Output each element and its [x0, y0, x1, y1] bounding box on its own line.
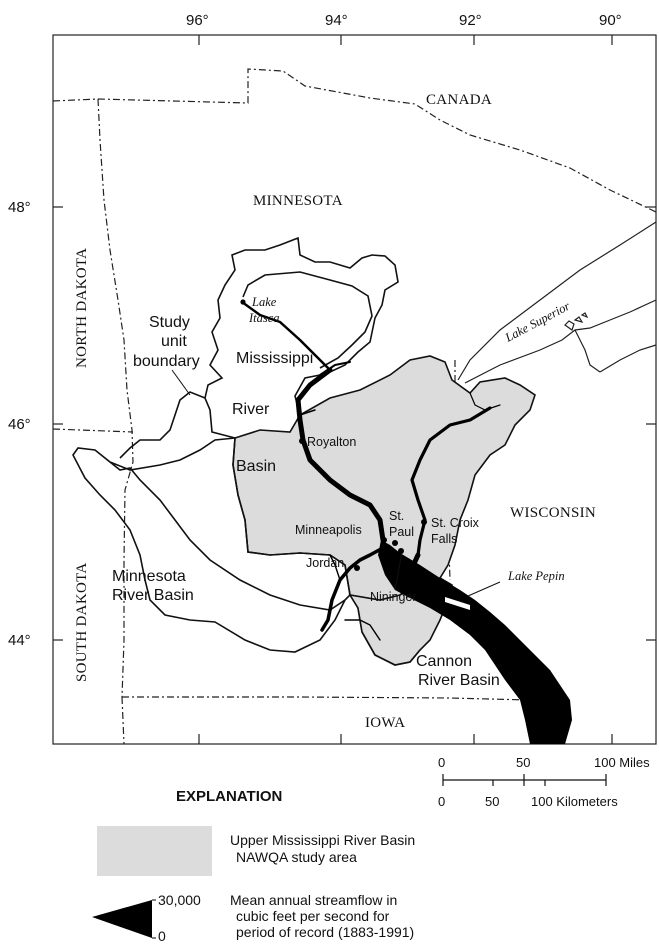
north-shore [457, 221, 657, 381]
flow-min-label: 0 [158, 928, 166, 944]
lake-superior-shore [457, 221, 657, 384]
headwaters-subbasin [242, 271, 373, 369]
mississippi-basin-label-3: Basin [236, 458, 276, 475]
lake-itasca-label-1: Lake [251, 295, 277, 309]
city-points [240, 299, 427, 571]
east-shore [599, 344, 657, 373]
scale-miles-100: 100 Miles [594, 755, 650, 770]
streamflow-legend-2: cubic feet per second for [236, 908, 390, 924]
study-unit-label-1: Study [149, 314, 190, 331]
minneapolis-point [381, 537, 387, 543]
st-croix-falls-label-2: Falls [431, 532, 457, 546]
canada-border [52, 68, 657, 213]
minneapolis-label: Minneapolis [295, 523, 362, 537]
explanation-heading: EXPLANATION [176, 788, 282, 805]
graticule-ticks [53, 35, 656, 744]
study-unit-leader [171, 369, 191, 396]
nininger-point [398, 548, 404, 554]
nininger-leader [394, 551, 403, 591]
map-frame [52, 34, 657, 745]
longitude-label-90: 90° [599, 12, 622, 29]
longitude-label-92: 92° [459, 12, 482, 29]
lake-pepin-channel [445, 597, 470, 610]
scale-bar: 0 50 100 Miles 0 50 100 Kilometers [438, 755, 650, 809]
st-croix-river [410, 406, 492, 557]
islands [564, 312, 589, 331]
dakota-minnesota-border [97, 98, 134, 698]
study-area-legend-2: NAWQA study area [236, 849, 357, 865]
longitude-label-94: 94° [325, 12, 348, 29]
royalton-label: Royalton [307, 435, 356, 449]
royalton-point [299, 438, 305, 444]
lake-superior-label: Lake Superior [502, 299, 572, 345]
streamflow-legend-1: Mean annual streamflow in [230, 892, 397, 908]
minnesota-river [320, 546, 385, 632]
scale-km-0: 0 [438, 794, 445, 809]
cannon-basin-label-1: Cannon [416, 653, 472, 670]
cannon-river-basin-boundary [361, 631, 421, 666]
latitude-label-46: 46° [8, 416, 31, 433]
streamflow-wedge-symbol [92, 900, 152, 938]
latitude-label-48: 48° [8, 199, 31, 216]
lake-itasca-point [240, 299, 246, 305]
north-dakota-label: NORTH DAKOTA [74, 248, 90, 368]
st-paul-point [392, 540, 398, 546]
iowa-border [122, 696, 531, 701]
mississippi-middle [295, 367, 386, 543]
mississippi-headwaters-boundary [204, 236, 399, 439]
canada-label: CANADA [426, 92, 492, 108]
scale-km-100: 100 Kilometers [531, 794, 618, 809]
nininger-label: Nininger [370, 590, 417, 604]
mississippi-upper [240, 300, 332, 372]
keweenaw-shore [574, 329, 601, 373]
minnesota-river-basin-boundary [72, 437, 351, 653]
latitude-label-44: 44° [8, 632, 31, 649]
south-dakota-label: SOUTH DAKOTA [74, 563, 90, 682]
lake-pepin-label: Lake Pepin [507, 569, 565, 583]
minnesota-basin-label-2: River Basin [112, 587, 194, 604]
minnesota-river-subbasin [109, 461, 346, 611]
scale-miles-50: 50 [516, 755, 530, 770]
mississippi-river [240, 300, 572, 744]
st-paul-label-1: St. [389, 509, 404, 523]
mississippi-lower [378, 540, 572, 744]
jordan-point [354, 565, 360, 571]
study-unit-label-2: unit [161, 333, 187, 350]
mississippi-basin-label-1: Mississippi [236, 350, 313, 367]
minnesota-basin-label-1: Minnesota [112, 568, 186, 585]
study-area-swatch [97, 826, 212, 876]
study-unit-label-3: boundary [133, 353, 200, 370]
scale-miles-0: 0 [438, 755, 445, 770]
jordan-label: Jordan [306, 556, 344, 570]
st-paul-label-2: Paul [389, 525, 414, 539]
st-croix-falls-point [421, 519, 427, 525]
cannon-basin-label-2: River Basin [418, 672, 500, 689]
lake-pepin-leader [467, 581, 501, 597]
wisconsin-label: WISCONSIN [510, 505, 596, 521]
flow-max-label: 30,000 [158, 892, 201, 908]
streamflow-legend-3: period of record (1883-1991) [236, 924, 414, 940]
iowa-label: IOWA [365, 715, 405, 731]
lake-itasca-label-2: Itasca [248, 311, 280, 325]
iowa-west-border [121, 696, 125, 745]
st-croix-lower [402, 552, 421, 581]
longitude-label-96: 96° [186, 12, 209, 29]
scale-km-50: 50 [485, 794, 499, 809]
north-south-dakota-border [52, 428, 134, 433]
mississippi-basin-label-2: River [232, 401, 270, 418]
minnesota-label: MINNESOTA [253, 193, 343, 209]
study-unit-west-boundary [119, 391, 206, 459]
st-croix-falls-label-1: St. Croix [431, 516, 480, 530]
study-area-legend-1: Upper Mississippi River Basin [230, 832, 415, 848]
